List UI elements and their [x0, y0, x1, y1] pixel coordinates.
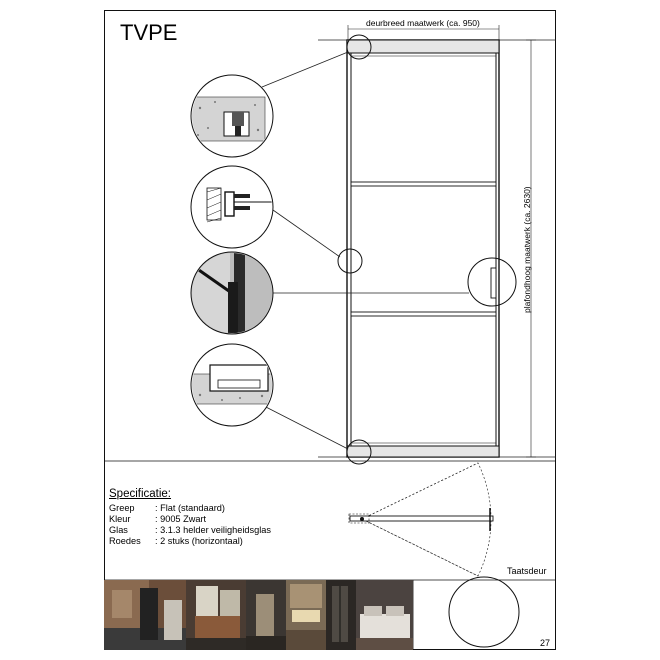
door-elevation: [346, 39, 500, 458]
detail-top-pivot: [190, 74, 274, 158]
page-title: TVPE: [120, 20, 178, 45]
spec-value: : 9005 Zwart: [155, 514, 207, 524]
spec-value: : 3.1.3 helder veiligheidsglas: [155, 525, 271, 535]
spec-value: : Flat (standaard): [155, 503, 225, 513]
stamp-circle: [448, 576, 520, 648]
spec-key: Kleur: [109, 514, 131, 524]
callout-bottom: [346, 439, 372, 465]
width-dimension-label: deurbreed maatwerk (ca. 950): [366, 18, 480, 28]
callout-side: [337, 248, 363, 274]
callout-handle: [467, 257, 517, 307]
swing-diagram: [104, 460, 556, 577]
page-number: 27: [540, 638, 551, 648]
spec-key: Roedes: [109, 536, 141, 546]
specification-list: Greep : Flat (standaard) Kleur : 9005 Zwar…: [109, 503, 271, 547]
spec-key: Greep: [109, 503, 135, 513]
spec-key: Glas: [109, 525, 128, 535]
specification-heading: Specificatie:: [109, 488, 172, 500]
spec-row-kleur: Kleur : 9005 Zwart: [109, 514, 271, 525]
callout-top: [346, 34, 372, 60]
detail-handle-photo: [190, 251, 274, 335]
detail-bottom-pivot: [190, 343, 274, 427]
detail-side-profile: [190, 165, 274, 249]
spec-row-glas: Glas : 3.1.3 helder veiligheidsglas: [109, 525, 271, 536]
swing-type-label: Taatsdeur: [507, 566, 547, 576]
spec-value: : 2 stuks (horizontaal): [155, 536, 243, 546]
spec-row-roedes: Roedes : 2 stuks (horizontaal): [109, 536, 271, 547]
interior-photos: [104, 580, 413, 650]
spec-row-greep: Greep : Flat (standaard): [109, 503, 271, 514]
